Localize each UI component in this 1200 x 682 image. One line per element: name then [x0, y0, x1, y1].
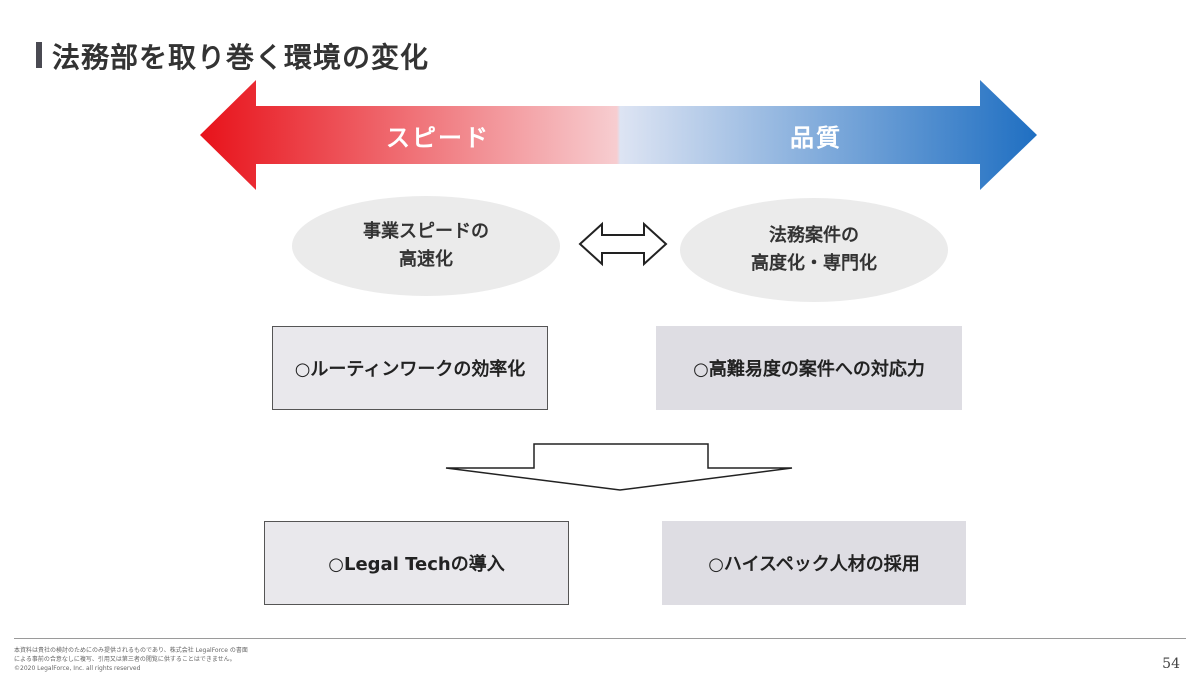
speed-label: スピード — [386, 124, 490, 152]
slide-title: 法務部を取り巻く環境の変化 — [52, 41, 430, 74]
page-number: 54 — [1162, 656, 1180, 672]
complex-matter-text: ○高難易度の案件への対応力 — [693, 359, 925, 380]
complex-matter-box: ○高難易度の案件への対応力 — [656, 326, 962, 410]
title-accent-bar — [36, 42, 42, 68]
quality-label: 品質 — [790, 124, 842, 152]
axis-arrow-shape — [200, 80, 1037, 190]
routine-efficiency-text: ○ルーティンワークの効率化 — [294, 359, 526, 380]
business-speed-text: 事業スピードの 高速化 — [363, 221, 489, 270]
speed-quality-double-arrow — [200, 80, 1037, 190]
legal-tech-box: ○Legal Techの導入 — [264, 521, 569, 605]
down-arrow-icon — [445, 443, 793, 491]
business-speed-ellipse: 事業スピードの 高速化 — [292, 196, 560, 296]
legal-matter-text: 法務案件の 高度化・専門化 — [751, 225, 877, 274]
routine-efficiency-box: ○ルーティンワークの効率化 — [272, 326, 548, 410]
legal-matter-ellipse: 法務案件の 高度化・専門化 — [680, 198, 948, 302]
footer-disclaimer: 本資料は貴社の検討のためにのみ提供されるものであり、株式会社 LegalForc… — [14, 647, 248, 672]
legal-tech-text: ○Legal Techの導入 — [328, 554, 505, 575]
high-spec-talent-box: ○ハイスペック人材の採用 — [662, 521, 966, 605]
footer-divider — [14, 638, 1186, 639]
bidirectional-arrow-icon — [578, 221, 668, 267]
high-spec-talent-text: ○ハイスペック人材の採用 — [708, 554, 920, 575]
